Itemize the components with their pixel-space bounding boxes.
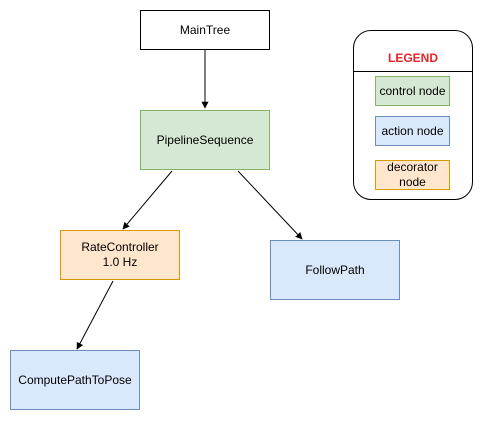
legend-control-label: control node xyxy=(379,83,446,98)
node-follow-path-label: FollowPath xyxy=(305,262,365,277)
legend-action-node: action node xyxy=(375,116,450,146)
legend-decorator-label: decorator node xyxy=(387,160,438,189)
edge-pipelinesequence-to-followpath xyxy=(237,170,303,240)
edge-pipelinesequence-to-ratecontroller xyxy=(122,170,173,230)
node-rate-controller-label: RateController 1.0 Hz xyxy=(81,240,159,269)
legend-divider xyxy=(354,71,472,72)
node-rate-controller[interactable]: RateController 1.0 Hz xyxy=(60,230,180,280)
legend-decorator-node: decorator node xyxy=(375,160,450,190)
legend-action-label: action node xyxy=(381,123,444,138)
legend-control-node: control node xyxy=(375,76,450,106)
node-pipeline-sequence-label: PipelineSequence xyxy=(156,132,254,147)
edge-ratecontroller-to-computepathtopose xyxy=(76,280,114,350)
node-main-tree-label: MainTree xyxy=(179,22,231,37)
legend-box: LEGEND control node action node decorato… xyxy=(353,30,473,200)
node-main-tree[interactable]: MainTree xyxy=(140,10,270,50)
node-follow-path[interactable]: FollowPath xyxy=(270,240,400,300)
node-compute-path-to-pose-label: ComputePathToPose xyxy=(18,372,132,387)
legend-title: LEGEND xyxy=(387,51,438,65)
node-compute-path-to-pose[interactable]: ComputePathToPose xyxy=(10,350,140,410)
node-pipeline-sequence[interactable]: PipelineSequence xyxy=(140,110,270,170)
